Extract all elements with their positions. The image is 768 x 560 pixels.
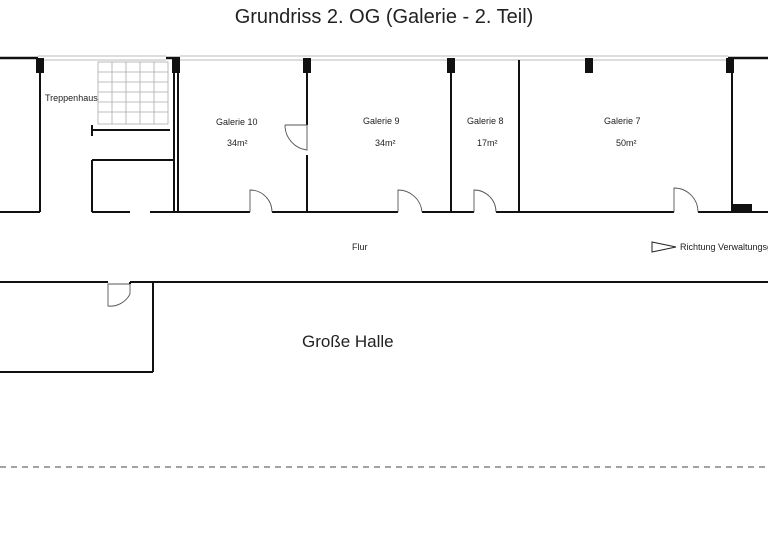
room-area-galerie-8: 17m² (477, 138, 498, 148)
corridor-label: Flur (352, 242, 368, 252)
window-strip (38, 55, 728, 61)
partition-walls (0, 60, 768, 213)
stairs (97, 61, 169, 125)
room-area-galerie-10: 34m² (227, 138, 248, 148)
room-name-galerie-7: Galerie 7 (604, 116, 641, 126)
room-name-galerie-9: Galerie 9 (363, 116, 400, 126)
door-swings (107, 124, 699, 307)
hall-walls (0, 281, 768, 373)
room-area-galerie-7: 50m² (616, 138, 637, 148)
column-block (732, 204, 752, 212)
columns (36, 58, 734, 73)
room-area-galerie-9: 34m² (375, 138, 396, 148)
room-name-galerie-10: Galerie 10 (216, 117, 258, 127)
stairwell-label: Treppenhaus (45, 93, 98, 103)
hall-label: Große Halle (302, 332, 394, 351)
direction-arrow (651, 241, 677, 253)
direction-label: Richtung Verwaltungsge (680, 242, 768, 252)
room-name-galerie-8: Galerie 8 (467, 116, 504, 126)
plan-title: Grundriss 2. OG (Galerie - 2. Teil) (234, 6, 534, 28)
